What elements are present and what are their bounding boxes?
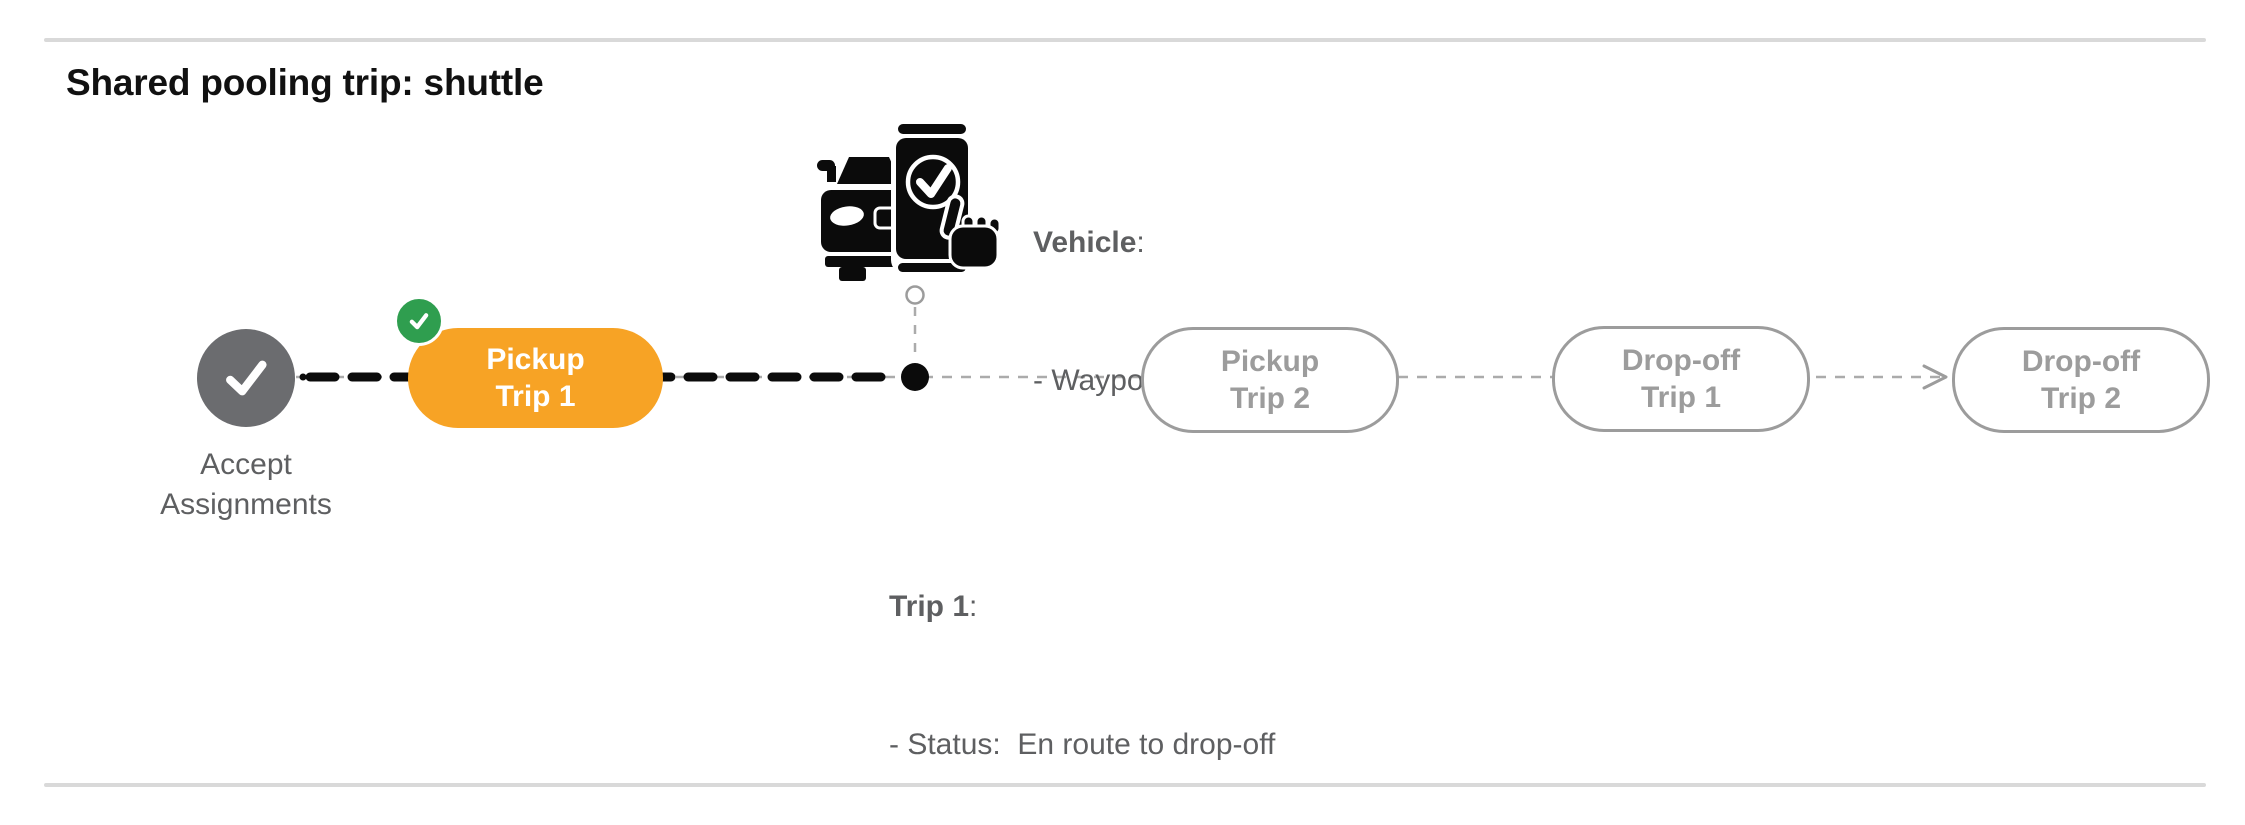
traveled-dot — [399, 373, 407, 381]
node-pickup-trip-2-line2: Trip 2 — [1229, 382, 1311, 415]
top-divider — [44, 38, 2206, 42]
completed-check-badge — [394, 296, 444, 346]
vehicle-position-dot — [901, 363, 929, 391]
node-drop-off-trip-2-line2: Trip 2 — [2040, 382, 2122, 415]
vehicle-phone-check-icon — [817, 118, 1002, 281]
trip-status-block: Trip 1: - Status: En route to drop-off -… — [889, 492, 1275, 825]
node-pickup-trip-2-line1: Pickup — [1220, 345, 1320, 378]
pointing-hand-icon — [939, 194, 1002, 270]
node-drop-off-trip-1-line1: Drop-off — [1621, 344, 1741, 377]
vehicle-marker-ring — [905, 285, 925, 305]
arrowhead-icon — [1922, 364, 1948, 390]
bottom-divider — [44, 783, 2206, 787]
node-pickup-trip-1: Pickup Trip 1 — [408, 328, 663, 428]
node-drop-off-trip-1: Drop-off Trip 1 — [1552, 326, 1810, 432]
trip1-heading: Trip 1: — [889, 590, 978, 623]
trip1-status-line: - Status: En route to drop-off — [889, 728, 1276, 761]
car-icon — [817, 157, 907, 281]
traveled-dot — [665, 373, 673, 381]
node-pickup-trip-1-line1: Pickup — [486, 343, 585, 376]
traveled-dot — [299, 373, 307, 381]
node-pickup-trip-2: Pickup Trip 2 — [1141, 327, 1399, 433]
check-icon — [409, 313, 429, 330]
node-accept-assignments — [197, 329, 295, 427]
vehicle-info-block: Vehicle: - Waypoints: 3 — [1033, 128, 1224, 496]
node-drop-off-trip-2: Drop-off Trip 2 — [1952, 327, 2210, 433]
check-icon — [226, 360, 267, 396]
node-drop-off-trip-1-line2: Trip 1 — [1640, 381, 1722, 414]
node-accept-assignments-label: Accept Assignments — [160, 448, 332, 521]
node-drop-off-trip-2-line1: Drop-off — [2021, 345, 2141, 378]
vehicle-info-heading-label: Vehicle — [1033, 226, 1137, 259]
page-title: Shared pooling trip: shuttle — [66, 62, 544, 103]
vehicle-info-heading: Vehicle: — [1033, 226, 1145, 259]
node-pickup-trip-1-line2: Trip 1 — [495, 380, 576, 413]
